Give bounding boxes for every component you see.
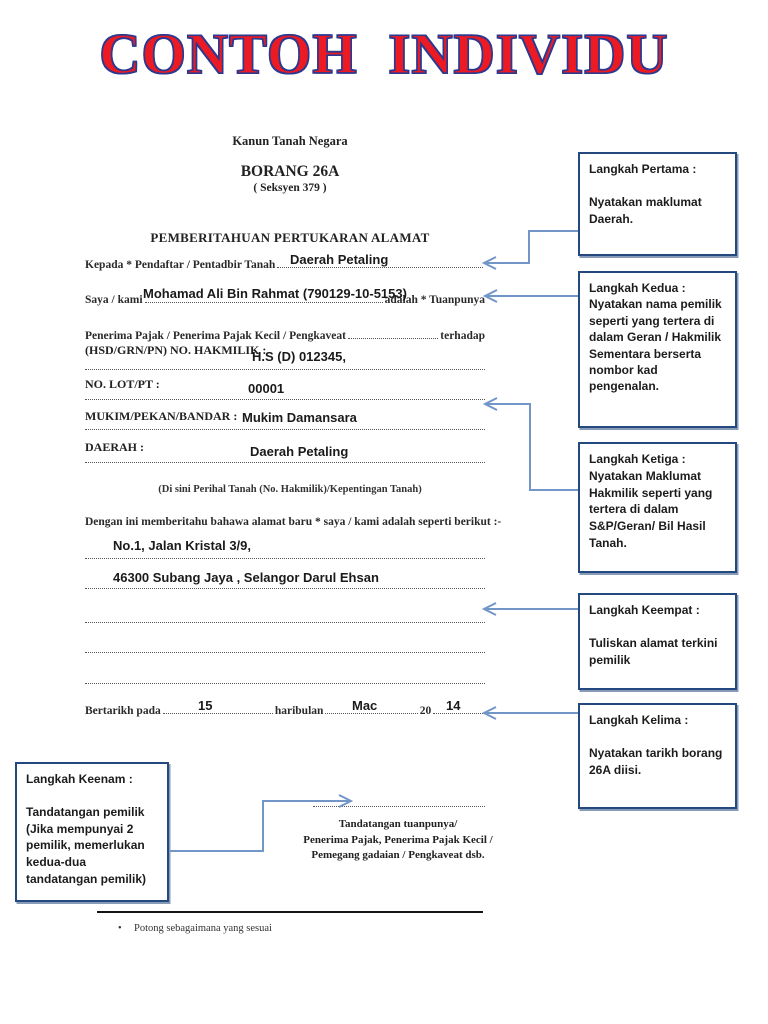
footnote: • Potong sebagaimana yang sesuai (118, 923, 272, 934)
footnote-text: Potong sebagaimana yang sesuai (134, 923, 272, 934)
kepada-label: Kepada * Pendaftar / Pentadbir Tanah (85, 259, 276, 271)
dotted-leader (162, 712, 273, 714)
mukim-label: MUKIM/PEKAN/BANDAR : (85, 409, 238, 423)
arrowhead-left-icon (481, 706, 497, 720)
dotted-line (85, 682, 485, 684)
lot-value: 00001 (248, 381, 285, 396)
form-number: BORANG 26A (240, 163, 340, 180)
footer-rule (97, 911, 483, 913)
dotted-leader (433, 712, 483, 714)
saya-suffix: adalah * Tuanpunya (384, 294, 485, 306)
dotted-leader (325, 712, 418, 714)
arrow-langkah-pertama (486, 230, 578, 264)
field-row-tarikh: Bertarikh pada haribulan 20 15 Mac 14 (85, 698, 485, 717)
field-row-penerima: Penerima Pajak / Penerima Pajak Kecil / … (85, 324, 485, 342)
tarikh-year: 14 (446, 698, 461, 713)
tarikh-day: 15 (198, 698, 213, 713)
callout-langkah-keempat: Langkah Keempat : Tuliskan alamat terkin… (578, 593, 737, 690)
dotted-line (85, 368, 485, 370)
bullet-icon: • (118, 923, 122, 934)
dotted-line (85, 587, 485, 589)
hakmilik-label: (HSD/GRN/PN) NO. HAKMILIK : (85, 343, 267, 357)
signature-line1: Tandatangan tuanpunya/ (338, 818, 458, 830)
callout-title: Langkah Kelima : (589, 713, 689, 727)
callout-title: Langkah Keenam : (26, 772, 133, 786)
callout-langkah-keenam: Langkah Keenam : Tandatangan pemilik (Ji… (15, 762, 169, 902)
hakmilik-value: H.S (D) 012345, (252, 349, 346, 364)
signature-line3: Pemegang gadaian / Pengkaveat dsb. (311, 849, 485, 861)
alamat-intro: Dengan ini memberitahu bahawa alamat bar… (85, 516, 502, 528)
callout-body: Nyatakan maklumat Daerah. (589, 194, 702, 226)
haribulan-label: haribulan (274, 705, 324, 717)
dotted-line (85, 651, 485, 653)
callout-body: Nyatakan nama pemilik seperti yang terte… (589, 297, 722, 394)
arrowhead-left-icon (482, 397, 498, 411)
field-row-kepada: Kepada * Pendaftar / Pentadbir Tanah Dae… (85, 252, 485, 271)
penerima-label: Penerima Pajak / Penerima Pajak Kecil / … (85, 330, 346, 342)
law-title: Kanun Tanah Negara (232, 134, 348, 148)
field-row-saya: Saya / kami adalah * Tuanpunya Mohamad A… (85, 286, 485, 306)
callout-langkah-kedua: Langkah Kedua : Nyatakan nama pemilik se… (578, 271, 737, 428)
callout-title: Langkah Kedua : (589, 281, 686, 295)
daerah-label: DAERAH : (85, 440, 144, 454)
callout-langkah-pertama: Langkah Pertama : Nyatakan maklumat Daer… (578, 152, 737, 256)
arrowhead-left-icon (481, 256, 497, 270)
arrowhead-left-icon (482, 289, 498, 303)
kepada-value: Daerah Petaling (290, 252, 389, 267)
callout-title: Langkah Pertama : (589, 162, 697, 176)
section-ref: ( Seksyen 379 ) (253, 182, 327, 194)
dotted-leader (347, 337, 439, 339)
saya-label: Saya / kami (85, 294, 143, 306)
dotted-line (85, 461, 485, 463)
dotted-line (85, 428, 485, 430)
callout-body: Nyatakan Maklumat Hakmilik seperti yang … (589, 468, 713, 550)
perihal-note: (Di sini Perihal Tanah (No. Hakmilik)/Ke… (158, 484, 422, 495)
callout-title: Langkah Ketiga : (589, 452, 686, 466)
document-title: PEMBERITAHUAN PERTUKARAN ALAMAT (150, 230, 430, 245)
penerima-suffix: terhadap (440, 330, 485, 342)
dotted-leader (144, 301, 383, 303)
callout-langkah-ketiga: Langkah Ketiga : Nyatakan Maklumat Hakmi… (578, 442, 737, 573)
signature-block: Tandatangan tuanpunya/ Penerima Pajak, P… (293, 817, 503, 864)
saya-value: Mohamad Ali Bin Rahmat (790129-10-5153) (143, 286, 407, 301)
daerah-value: Daerah Petaling (250, 444, 349, 459)
alamat-line2: 46300 Subang Jaya , Selangor Darul Ehsan (113, 570, 379, 585)
signature-dotted-line (313, 805, 485, 807)
tarikh-month: Mac (352, 698, 378, 713)
alamat-line1: No.1, Jalan Kristal 3/9, (113, 538, 252, 553)
callout-body: Tandatangan pemilik (Jika mempunyai 2 pe… (26, 804, 147, 886)
page-title: CONTOH INDIVIDU (99, 23, 669, 87)
lot-label: NO. LOT/PT : (85, 377, 160, 391)
callout-langkah-kelima: Langkah Kelima : Nyatakan tarikh borang … (578, 703, 737, 809)
signature-line2: Penerima Pajak, Penerima Pajak Kecil / (303, 833, 493, 846)
callout-body: Nyatakan tarikh borang 26A diisi. (589, 745, 723, 777)
arrow-langkah-ketiga (487, 403, 578, 491)
tarikh-label: Bertarikh pada (85, 705, 161, 717)
callout-body: Tuliskan alamat terkini pemilik (589, 635, 718, 667)
callout-title: Langkah Keempat : (589, 603, 700, 617)
year-prefix: 20 (419, 705, 432, 717)
mukim-value: Mukim Damansara (242, 410, 357, 425)
dotted-line (85, 621, 485, 623)
dotted-line (85, 398, 485, 400)
dotted-leader (277, 266, 483, 268)
dotted-line (85, 557, 485, 559)
arrowhead-left-icon (481, 602, 497, 616)
